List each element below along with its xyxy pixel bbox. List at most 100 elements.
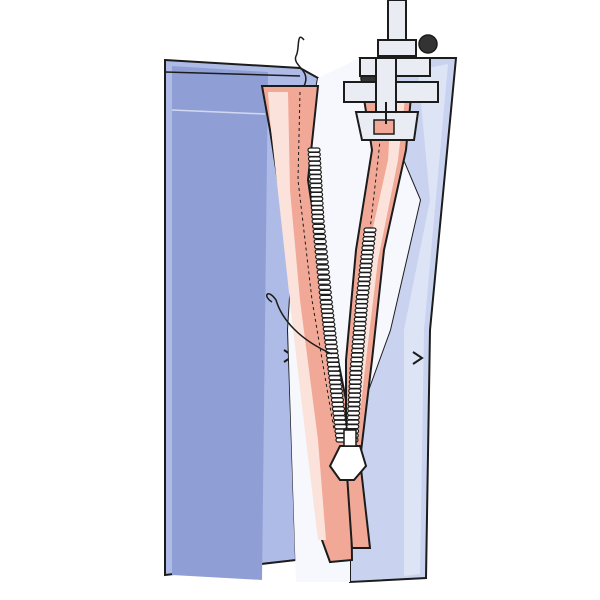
left-zipper-tooth — [309, 178, 323, 184]
left-zipper-tooth — [331, 406, 346, 412]
right-zipper-tooth — [362, 231, 377, 238]
left-zipper-tooth — [319, 294, 333, 301]
right-zipper-tooth — [360, 249, 375, 255]
right-zipper-tooth — [347, 401, 361, 407]
left-zipper-tooth — [332, 410, 346, 416]
left-zipper-tooth — [318, 284, 332, 290]
left-zipper-tooth — [320, 308, 334, 314]
right-zipper-tooth — [356, 285, 370, 291]
left-zipper-tape — [260, 85, 354, 564]
right-zipper-tooth — [363, 227, 377, 233]
right-zipper-tooth — [347, 392, 362, 398]
left-zipper-tooth — [308, 169, 322, 175]
left-zipper-tooth — [329, 388, 344, 394]
left-zipper-tooth — [310, 209, 325, 215]
right-zipper-tooth — [346, 423, 360, 430]
left-zipper-tooth — [322, 321, 336, 328]
left-zipper-tooth — [315, 259, 329, 265]
right-zipper-tooth — [357, 276, 371, 282]
left-zipper-tooth — [320, 304, 334, 310]
right-zipper-tooth — [348, 388, 362, 394]
right-zipper-tooth — [353, 316, 367, 322]
left-zipper-tooth — [310, 205, 324, 211]
left-fabric-hem — [171, 109, 266, 115]
left-zipper-tooth — [327, 366, 341, 372]
right-zipper-tooth — [350, 352, 364, 358]
left-zipper-tooth — [307, 151, 321, 158]
right-zipper-tooth — [346, 419, 360, 425]
left-zipper-tooth — [310, 196, 324, 202]
left-zipper-tooth — [314, 244, 328, 250]
right-zipper-tooth — [353, 321, 367, 327]
left-zipper-tooth — [310, 200, 324, 206]
right-zipper-tooth — [355, 298, 369, 305]
left-zipper-tooth — [316, 269, 330, 275]
left-zipper-tooth — [317, 279, 331, 285]
left-zipper-tooth — [324, 339, 338, 345]
right-zipper-tooth — [351, 339, 366, 345]
left-zipper-teeth — [307, 147, 349, 443]
right-zipper-tooth — [358, 267, 373, 273]
left-zipper-tooth — [309, 182, 323, 189]
left-zipper-tooth — [313, 233, 327, 240]
right-zipper-tooth — [359, 258, 374, 264]
left-zipper-tooth — [324, 344, 338, 350]
zipper-slider — [328, 429, 368, 481]
right-zipper-tooth — [351, 343, 365, 349]
right-zipper-tooth — [352, 325, 367, 331]
right-zipper-tooth — [349, 370, 363, 376]
left-zipper-tooth — [333, 419, 347, 425]
left-zipper-tooth — [321, 312, 335, 319]
right-zipper-tooth — [348, 374, 363, 381]
left-zipper-tooth — [317, 274, 331, 280]
left-zipper-tooth — [318, 289, 332, 295]
right-zipper-tooth — [357, 281, 371, 287]
right-zipper-tooth — [348, 383, 362, 389]
right-zipper-tooth — [352, 330, 366, 336]
right-zipper-tooth — [354, 312, 368, 318]
left-zipper-tooth — [330, 397, 345, 403]
left-zipper-tooth — [308, 174, 323, 180]
right-zipper-tooth — [351, 348, 365, 354]
left-zipper-tooth — [309, 187, 323, 193]
right-zipper-tooth — [356, 289, 370, 296]
left-zipper-tooth — [323, 330, 337, 336]
left-zipper-tooth — [327, 370, 341, 376]
left-zipper-tooth — [329, 384, 343, 390]
left-zipper-tooth — [326, 357, 340, 363]
left-zipper-tooth — [307, 156, 322, 162]
left-zipper-tooth — [308, 165, 322, 171]
left-zipper-tooth — [308, 160, 322, 166]
right-zipper-tooth — [360, 254, 374, 260]
left-zipper-tooth — [328, 379, 342, 385]
right-zipper-teeth — [345, 227, 377, 443]
left-zipper-tooth — [323, 335, 337, 341]
right-zipper-tooth — [361, 245, 375, 251]
left-zipper-tooth — [326, 361, 340, 368]
foot-screw-right — [418, 34, 438, 54]
left-zipper-tooth — [330, 392, 344, 399]
left-fabric-top-fold — [164, 71, 301, 77]
right-zipper-tooth — [354, 303, 369, 309]
left-zipper-tooth — [321, 317, 335, 323]
zipper-presser-foot — [343, 0, 439, 141]
left-zipper-tooth — [331, 401, 345, 408]
left-zipper-tooth — [307, 147, 321, 153]
left-zipper-tooth — [332, 415, 347, 421]
right-zipper-tooth — [361, 240, 376, 247]
thread — [266, 36, 333, 355]
right-zipper-tooth — [354, 307, 368, 314]
left-zipper-tooth — [314, 249, 328, 255]
right-zipper-tooth — [349, 365, 363, 372]
right-zipper-tooth — [347, 397, 361, 403]
left-tape-stitch — [297, 91, 335, 431]
right-zipper-tooth — [359, 263, 373, 269]
left-zipper-tooth — [315, 254, 329, 260]
right-zipper-tooth — [358, 272, 372, 278]
right-fabric-notch — [412, 351, 424, 365]
left-zipper-tooth — [333, 424, 348, 430]
right-zipper-tape — [345, 85, 414, 549]
right-zipper-tooth — [362, 236, 376, 242]
right-zipper-tooth — [346, 410, 361, 416]
